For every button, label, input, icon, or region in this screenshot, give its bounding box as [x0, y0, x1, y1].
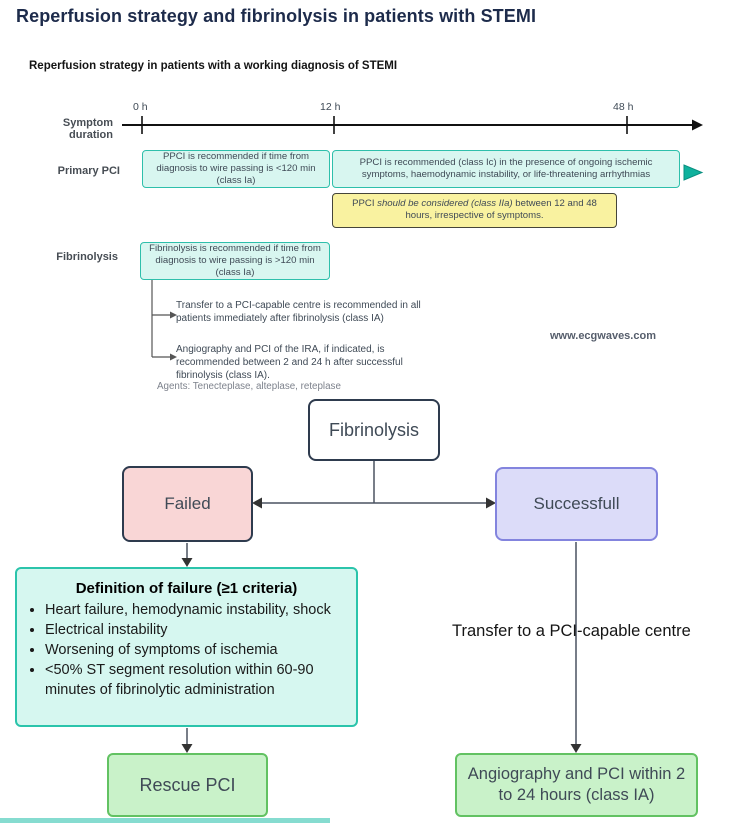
definition-bullet: Worsening of symptoms of ischemia — [45, 640, 346, 660]
primary-pci-row-label: Primary PCI — [57, 165, 120, 177]
angiography-node: Angiography and PCI within 2 to 24 hours… — [455, 753, 698, 817]
fibrinolysis-root-node: Fibrinolysis — [308, 399, 440, 461]
definition-bullet: Electrical instability — [45, 620, 346, 640]
arrowhead-to-definition — [181, 558, 193, 567]
consider-text-italic: should be considered (class IIa) — [377, 198, 513, 209]
agents-note: Agents: Tenecteplase, alteplase, retepla… — [157, 381, 341, 392]
symptom-duration-label: Symptom duration — [62, 117, 113, 141]
definition-title: Definition of failure (≥1 criteria) — [75, 580, 298, 597]
consider-text-prefix: PPCI — [352, 198, 378, 209]
watermark-url: www.ecgwaves.com — [550, 330, 656, 342]
timeline-arrowhead — [692, 119, 703, 131]
arrowhead-to-rescue — [181, 744, 193, 753]
tick-label-48h: 48 h — [613, 101, 634, 113]
definition-bullet: <50% ST segment resolution within 60-90 … — [45, 660, 346, 700]
arrowhead-to-failed — [252, 497, 262, 509]
ppci-consider-box: PPCI should be considered (class IIa) be… — [332, 193, 617, 228]
fibrinolysis-row-label: Fibrinolysis — [56, 251, 118, 263]
definition-bullet: Heart failure, hemodynamic instability, … — [45, 600, 346, 620]
angiography-note: Angiography and PCI of the IRA, if indic… — [176, 344, 403, 381]
ppci-early-box: PPCI is recommended if time from diagnos… — [142, 150, 330, 188]
root-split-connector — [262, 461, 486, 504]
successful-node: Successfull — [495, 467, 658, 541]
rescue-pci-node: Rescue PCI — [107, 753, 268, 817]
transfer-note: Transfer to a PCI-capable centre is reco… — [176, 300, 421, 324]
fibrinolysis-recommend-box: Fibrinolysis is recommended if time from… — [140, 242, 330, 280]
transfer-centre-label: Transfer to a PCI-capable centre — [452, 622, 691, 640]
definition-bullet-list: Heart failure, hemodynamic instability, … — [27, 600, 346, 700]
arrowhead-to-angio — [570, 744, 582, 753]
tick-label-12h: 12 h — [320, 101, 341, 113]
ppci-ongoing-box: PPCI is recommended (class Ic) in the pr… — [332, 150, 680, 188]
tick-label-0h: 0 h — [133, 101, 148, 113]
fibrinolysis-note-connectors — [151, 280, 170, 358]
timeline-axis — [122, 116, 703, 134]
diagram-subtitle: Reperfusion strategy in patients with a … — [29, 60, 398, 72]
definition-of-failure-box: Definition of failure (≥1 criteria) Hear… — [15, 567, 358, 727]
failed-node: Failed — [122, 466, 253, 542]
cropped-bottom-element — [0, 818, 330, 823]
page-title: Reperfusion strategy and fibrinolysis in… — [16, 6, 537, 26]
consider-text-suffix: between 12 and 48 hours, irrespective of… — [405, 198, 597, 221]
ongoing-pci-arrow-icon — [683, 164, 704, 181]
